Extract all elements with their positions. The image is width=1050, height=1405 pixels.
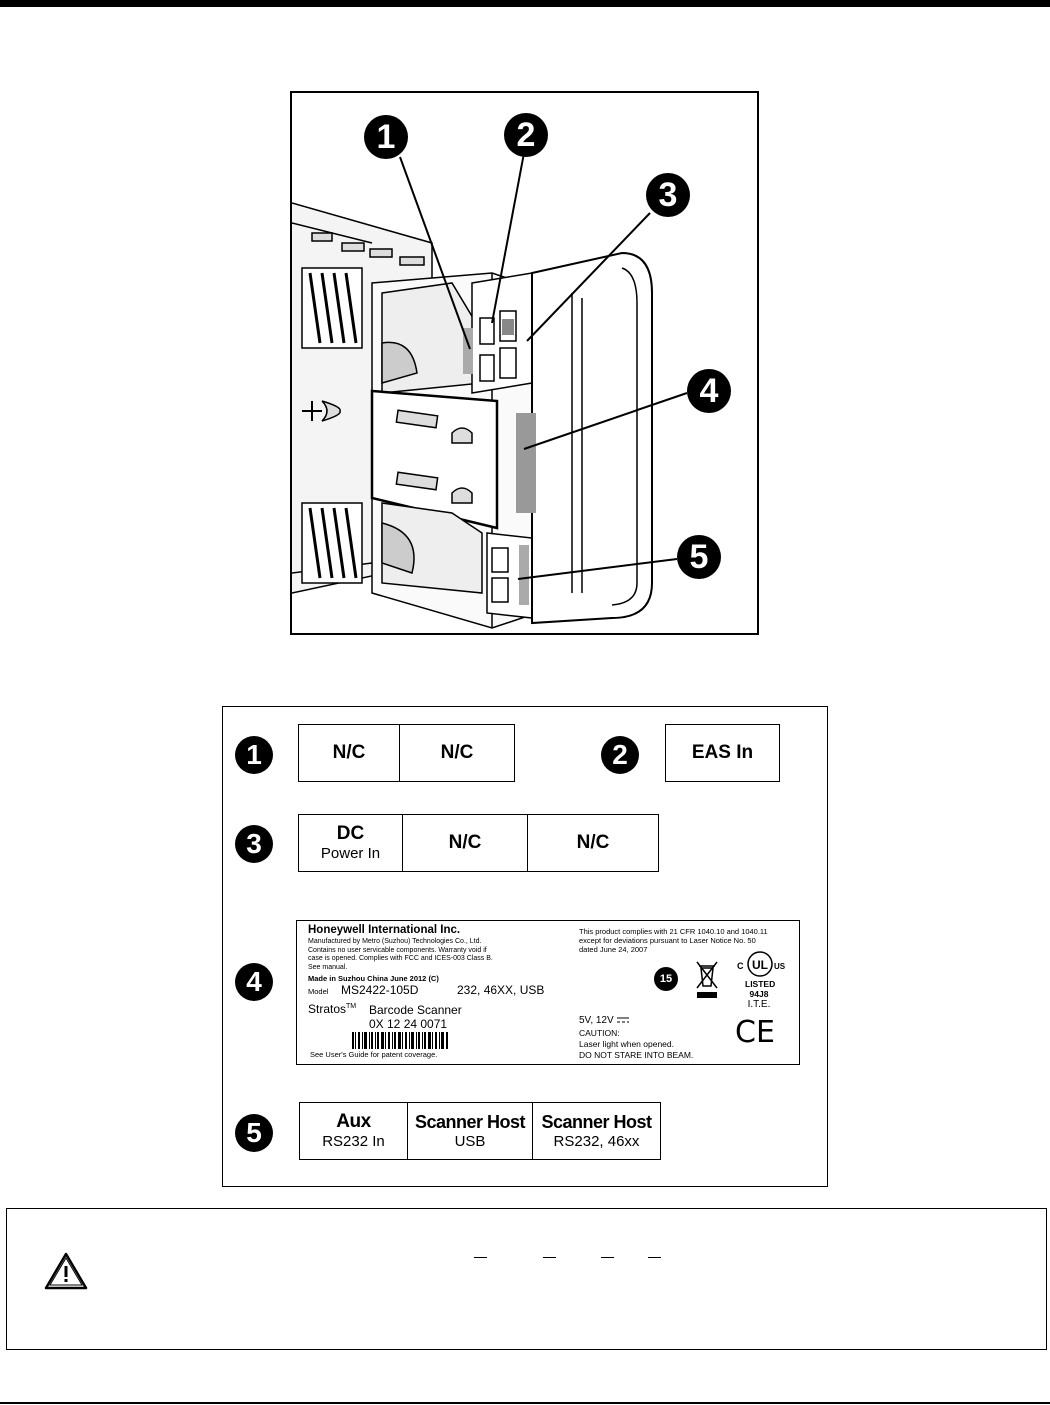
callout-badge-3: 3 (646, 173, 690, 217)
label-company: Honeywell International Inc. (308, 924, 461, 936)
ul-ite-text: I.T.E. (747, 999, 771, 1010)
legend-badge-2: 2 (601, 736, 639, 774)
ul-file-text: 94J8 (749, 989, 769, 999)
callout-badge-4: 4 (687, 369, 731, 413)
port-strip-1: N/C N/C (298, 724, 515, 782)
port-cell: Aux RS232 In (300, 1103, 407, 1159)
port-cell: Scanner Host RS232, 46xx (532, 1103, 660, 1159)
label-model-interfaces: 232, 46XX, USB (457, 983, 545, 997)
port-strip-5: Aux RS232 In Scanner Host USB Scanner Ho… (299, 1102, 661, 1160)
port-cell: N/C (402, 815, 527, 871)
port-cell: N/C (527, 815, 658, 871)
text-fragment-line (543, 1257, 556, 1258)
label-manufacturer-line: Contains no user servicable components. … (308, 946, 487, 954)
port-cell: EAS In (691, 742, 754, 763)
label-compliance-line: except for deviations pursuant to Laser … (579, 936, 756, 945)
label-model-number: MS2422-105D (341, 983, 419, 997)
label-made-in: Made in Suzhou China June 2012 (C) (308, 974, 439, 983)
port-strip-2: EAS In (665, 724, 780, 782)
callout-badge-5: 5 (677, 535, 721, 579)
port-cell-subtitle: Power In (320, 845, 381, 862)
label-caution-line: CAUTION: (579, 1028, 620, 1038)
text-fragment-line (601, 1257, 614, 1258)
port-legend-panel: 1 N/C N/C 2 EAS In 3 DC Power In N/C N/C… (222, 706, 828, 1187)
ul-us-text: US (774, 962, 785, 971)
label-manufacturer-line: Manufactured by Metro (Suzhou) Technolog… (308, 938, 482, 945)
port-cell-title: DC (336, 823, 365, 844)
label-compliance-line: dated June 24, 2007 (579, 945, 648, 954)
label-product-type: Barcode Scanner (369, 1003, 462, 1017)
port-cell: N/C (332, 742, 366, 763)
ul-listed-text: LISTED (745, 979, 776, 989)
port-cell-subtitle: RS232 In (322, 1133, 385, 1150)
text-fragment-line (648, 1257, 661, 1258)
legend-badge-3: 3 (235, 825, 273, 863)
port-cell-title: Aux (336, 1111, 371, 1132)
port-cell-title: Scanner Host (414, 1112, 526, 1132)
caution-box (6, 1208, 1047, 1350)
label-trademark: TM (346, 1003, 357, 1010)
label-caution-line: Laser light when opened. (579, 1039, 674, 1049)
port-cell: Scanner Host USB (407, 1103, 532, 1159)
callout-badge-1: 1 (364, 115, 408, 159)
ul-c-text: C (737, 961, 744, 971)
dc-symbol-icon (617, 1017, 630, 1023)
barcode-icon (352, 1032, 448, 1049)
port-cell: N/C (399, 725, 514, 781)
label-brand-name: Stratos (308, 1002, 347, 1016)
scanner-rear-illustration: 1 2 3 4 5 (290, 91, 759, 635)
callout-badge-2: 2 (504, 113, 548, 157)
ul-mark-text: UL (752, 958, 768, 972)
legend-badge-4: 4 (235, 963, 273, 1001)
label-caution-line: DO NOT STARE INTO BEAM. (579, 1050, 694, 1060)
label-manufacturer-line: case is opened. Complies with FCC and IC… (308, 955, 493, 962)
bottom-rule (0, 1402, 1050, 1404)
text-fragment-line (474, 1257, 487, 1258)
label-manufacturer-line: See manual. (308, 963, 348, 971)
label-patent-note: See User's Guide for patent coverage. (310, 1050, 438, 1059)
label-voltage: 5V, 12V (579, 1015, 630, 1026)
label-voltage-value: 5V, 12V (579, 1015, 614, 1026)
label-brand: StratosTM (308, 1002, 356, 1016)
product-label: Honeywell International Inc. Manufacture… (296, 920, 800, 1065)
port-cell-subtitle: USB (454, 1133, 486, 1150)
crossed-bin-icon (696, 961, 718, 998)
ul-listed-icon: UL C US (737, 951, 785, 977)
label-serial: 0X 12 24 0071 (369, 1017, 448, 1031)
label-compliance-line: This product complies with 21 CFR 1040.1… (579, 927, 768, 936)
port-cell: DC Power In (299, 815, 402, 871)
port-cell-subtitle: RS232, 46xx (553, 1133, 640, 1150)
ce-mark-icon: CE (735, 1015, 775, 1050)
rohs-number: 15 (659, 973, 673, 985)
legend-badge-1: 1 (235, 736, 273, 774)
scanner-drawing (292, 152, 688, 629)
label-model-prefix: Model (308, 987, 329, 996)
port-strip-3: DC Power In N/C N/C (298, 814, 659, 872)
port-cell-title: Scanner Host (541, 1112, 652, 1132)
legend-badge-5: 5 (235, 1114, 273, 1152)
top-rule (0, 0, 1050, 7)
warning-triangle-icon (44, 1252, 88, 1290)
rohs-15-icon: 15 (654, 967, 678, 991)
